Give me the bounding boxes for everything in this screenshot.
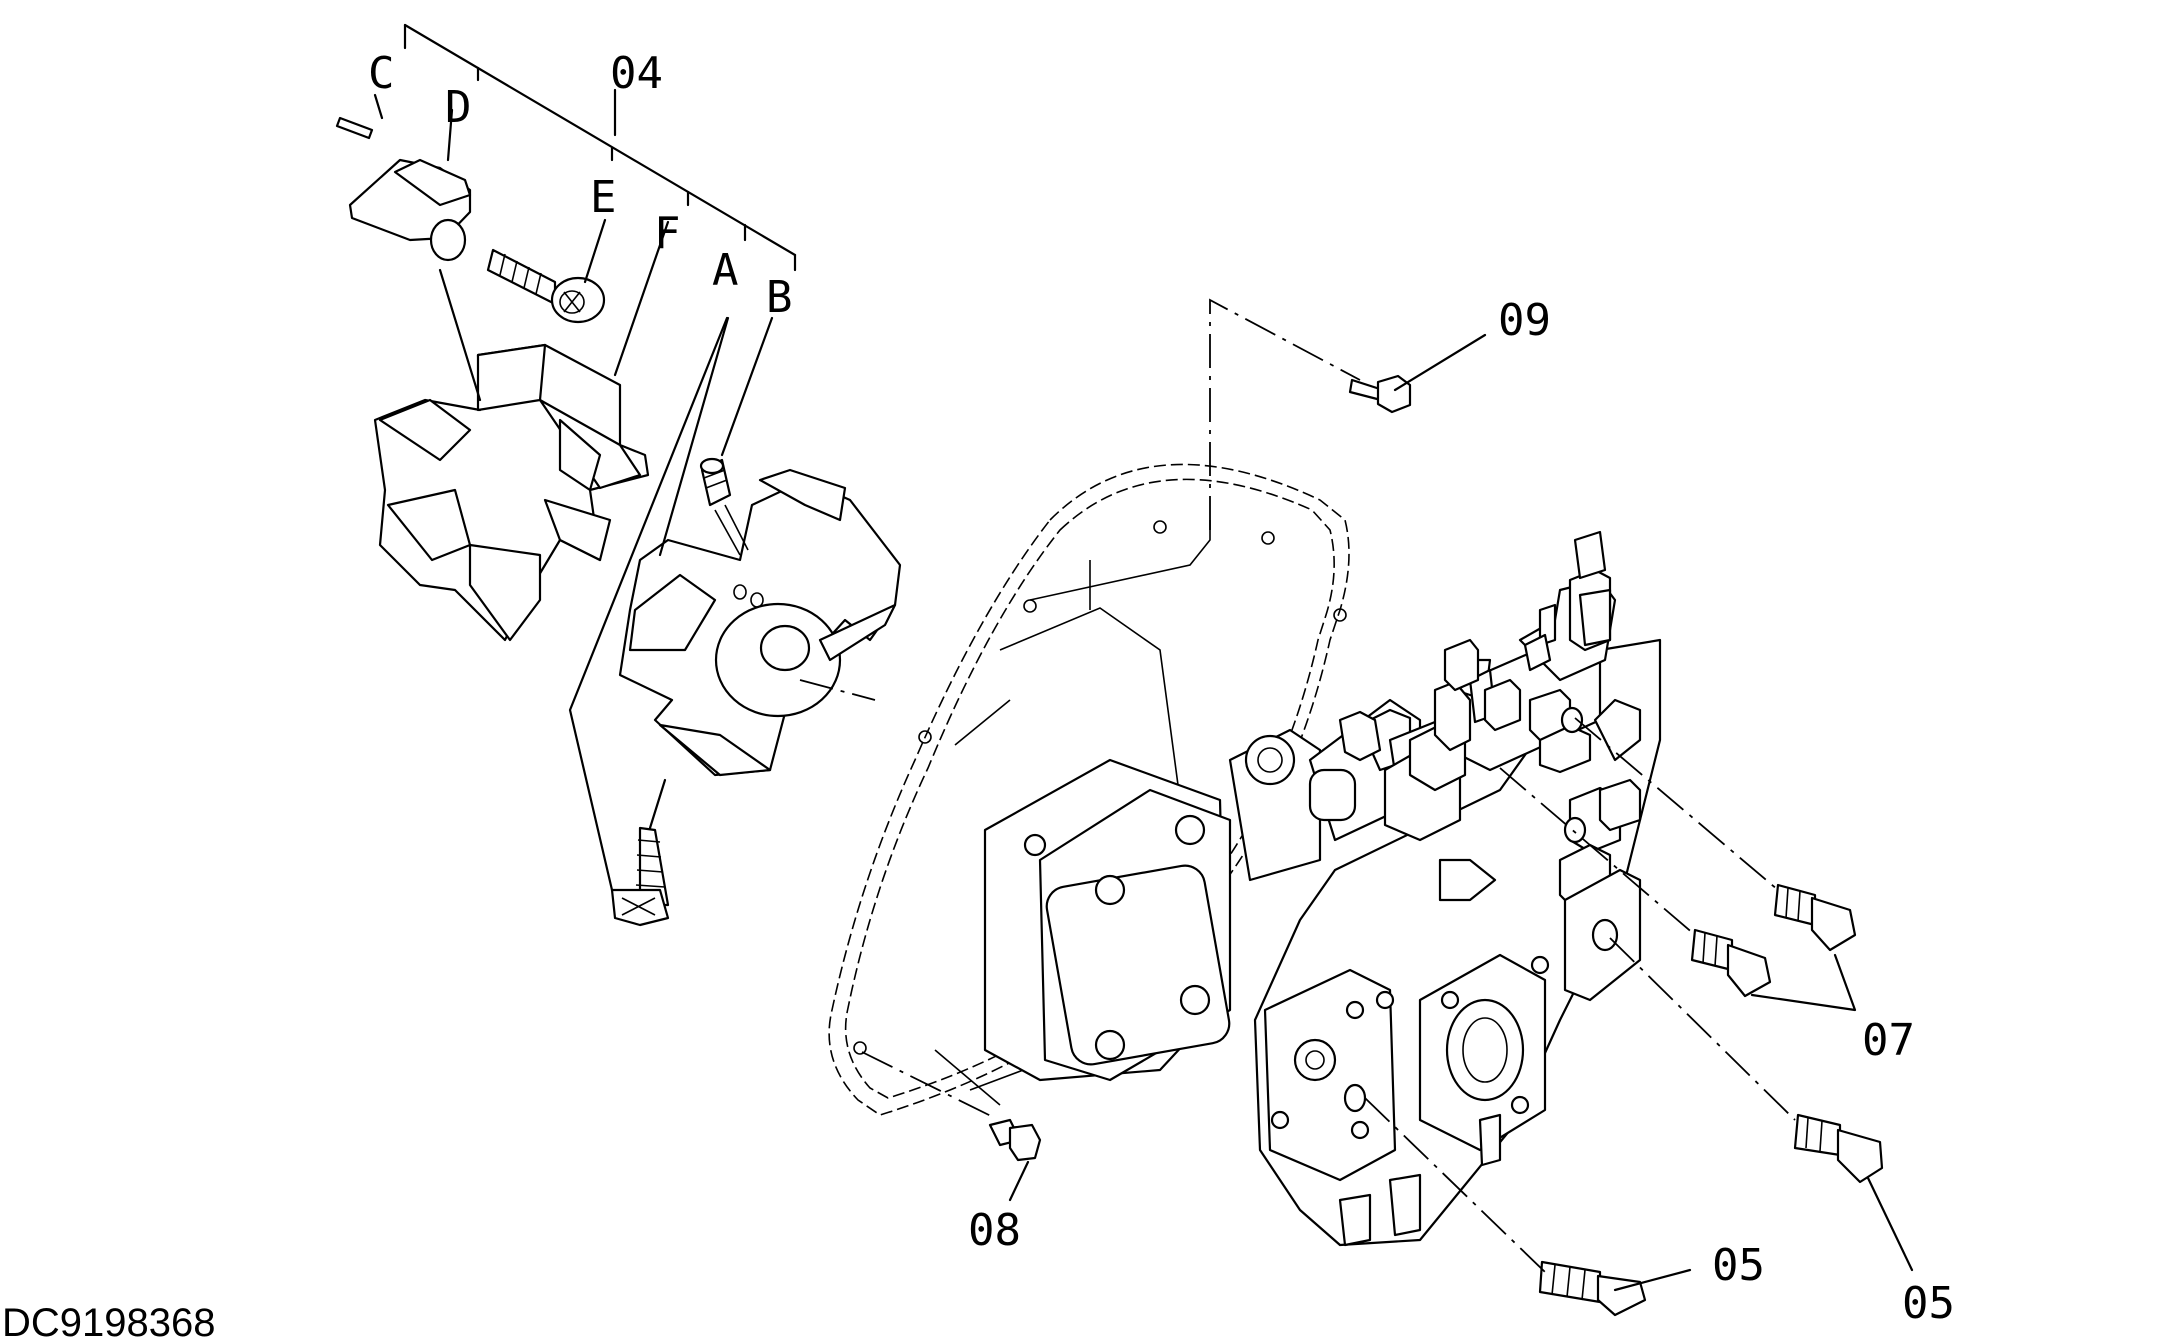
label-d: D bbox=[445, 82, 472, 133]
label-05-lower: 05 bbox=[1712, 1240, 1765, 1291]
sensor-07-upper-part bbox=[1574, 717, 1857, 952]
sensor-05-right-part bbox=[1609, 937, 1914, 1272]
drawing-code: DC9198368 bbox=[2, 1301, 216, 1344]
bolt-09-part bbox=[1209, 298, 1487, 530]
label-09: 09 bbox=[1498, 295, 1551, 346]
bolt-08-part bbox=[861, 1051, 1042, 1202]
regulator-valve-part bbox=[1253, 530, 1662, 1247]
coupling-element-f-part bbox=[373, 220, 670, 642]
label-08: 08 bbox=[968, 1205, 1021, 1256]
pump-body-part bbox=[983, 698, 1422, 1082]
label-e: E bbox=[590, 172, 617, 223]
label-07: 07 bbox=[1862, 1015, 1915, 1066]
label-f: F bbox=[654, 208, 681, 259]
sensor-07-lower-part bbox=[1499, 767, 1772, 998]
hub-bolt-part bbox=[568, 316, 729, 927]
label-b: B bbox=[766, 272, 793, 323]
hub-a-part bbox=[618, 316, 902, 777]
block-d-part bbox=[348, 108, 472, 262]
item-07-leader bbox=[1750, 953, 1857, 1012]
set-screw-b-part bbox=[699, 316, 774, 556]
pin-c-part bbox=[335, 93, 384, 140]
label-05-right: 05 bbox=[1902, 1278, 1955, 1329]
screw-e-part bbox=[486, 218, 607, 324]
item-04-bracket bbox=[403, 23, 797, 272]
label-c: C bbox=[368, 48, 395, 99]
sensor-05-lower-part bbox=[1364, 1097, 1692, 1317]
label-04: 04 bbox=[610, 48, 663, 99]
label-a: A bbox=[712, 245, 739, 296]
